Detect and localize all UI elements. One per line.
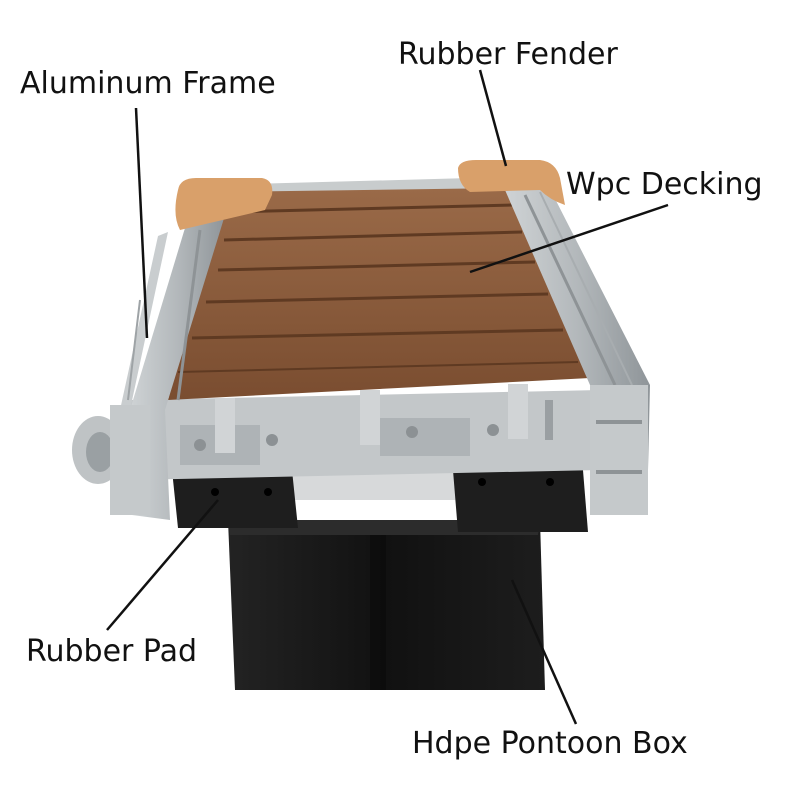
label-rubber-fender: Rubber Fender: [398, 37, 618, 72]
leader-line-aluminum-frame: [134, 107, 149, 339]
front-bracket: [130, 384, 600, 480]
leader-line-rubber-fender: [478, 69, 508, 167]
aluminum-frame-right: [505, 185, 650, 515]
rubber-pad-right: [452, 458, 588, 532]
label-rubber-pad: Rubber Pad: [26, 634, 198, 669]
wpc-decking: [168, 188, 590, 400]
rubber-fender-left: [175, 178, 273, 230]
leader-line-rubber-pad: [106, 499, 219, 631]
label-hdpe-pontoon-box: Hdpe Pontoon Box: [412, 726, 688, 761]
leader-line-hdpe-pontoon-box: [510, 579, 578, 725]
label-wpc-decking: Wpc Decking: [566, 167, 763, 202]
leader-line-wpc-decking: [469, 203, 669, 274]
pontoon-box: [228, 520, 545, 690]
aluminum-frame-left: [72, 215, 225, 520]
label-aluminum-frame: Aluminum Frame: [20, 66, 276, 101]
rubber-fender-right: [458, 160, 565, 205]
rubber-pad-left: [172, 470, 298, 528]
